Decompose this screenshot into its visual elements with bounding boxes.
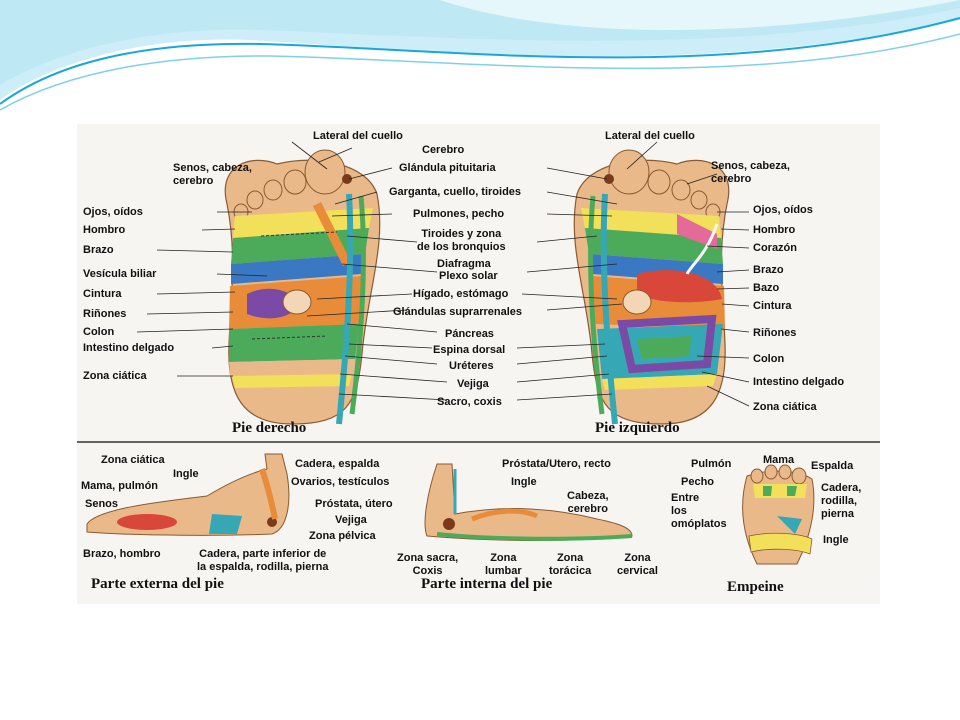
label-instep-pecho: Pecho (681, 476, 715, 488)
label-cintura-left: Cintura (753, 300, 792, 312)
label-outer-ciatica: Zona ciática (101, 454, 165, 466)
label-plexo: Plexo solar (439, 270, 498, 282)
label-inner-cabeza: Cabeza, cerebro (567, 490, 609, 515)
label-vesicula: Vesícula biliar (83, 268, 157, 280)
label-vejiga: Vejiga (457, 378, 489, 390)
title-outer-foot: Parte externa del pie (91, 576, 224, 592)
label-ojos-left: Ojos, oídos (753, 204, 813, 216)
label-cerebro: Cerebro (422, 144, 465, 156)
foot-drawings (77, 141, 880, 565)
label-instep-espalda: Espalda (811, 460, 854, 472)
left-foot-sole (573, 149, 730, 425)
label-colon-left: Colon (753, 353, 785, 365)
label-instep-omoplatos: Entre los omóplatos (671, 492, 727, 530)
label-ciatica-right: Zona ciática (83, 370, 147, 382)
label-tiroides: Tiroides y zona de los bronquios (417, 228, 506, 253)
label-outer-cadera: Cadera, espalda (295, 458, 380, 470)
label-espina: Espina dorsal (433, 344, 506, 356)
label-lateral-cuello-right: Lateral del cuello (313, 130, 403, 142)
label-brazo-left: Brazo (753, 264, 784, 276)
label-rinones-left: Riñones (753, 327, 797, 339)
label-inner-lumbar: Zona lumbar (485, 552, 522, 577)
label-hombro-right: Hombro (83, 224, 126, 236)
label-outer-senos: Senos (85, 498, 119, 510)
label-inner-prostata-utero: Próstata, útero (315, 498, 393, 510)
label-instep-pulmon: Pulmón (691, 458, 732, 470)
slide-header-wave (0, 0, 960, 111)
label-inner-prostata-recto: Próstata/Utero, recto (502, 458, 611, 470)
title-inner-foot: Parte interna del pie (421, 576, 553, 592)
title-right-foot: Pie derecho (232, 420, 307, 436)
label-inner-pelvica: Zona pélvica (309, 530, 376, 542)
label-outer-mama: Mama, pulmón (81, 480, 159, 492)
label-bazo: Bazo (753, 282, 780, 294)
label-diafragma: Diafragma (437, 258, 491, 270)
label-outer-ovarios: Ovarios, testículos (291, 476, 390, 488)
label-sacro: Sacro, coxis (437, 396, 502, 408)
label-suprarrenales: Glándulas suprarrenales (393, 306, 522, 318)
label-brazo-right: Brazo (83, 244, 114, 256)
label-rinones-right: Riñones (83, 308, 127, 320)
reflexology-figure: Lateral del cuello Senos, cabeza, cerebr… (77, 124, 880, 604)
inner-foot-side (424, 463, 633, 541)
label-ojos-right: Ojos, oídos (83, 206, 143, 218)
label-outer-cadera-parte: Cadera, parte inferior de la espalda, ro… (197, 548, 329, 573)
label-intestino-right: Intestino delgado (83, 342, 175, 354)
label-outer-ingle: Ingle (173, 468, 199, 480)
label-pituitaria: Glándula pituitaria (399, 162, 496, 174)
label-outer-brazo: Brazo, hombro (83, 548, 161, 560)
label-senos-right: Senos, cabeza, cerebro (173, 162, 252, 187)
title-instep: Empeine (727, 579, 784, 595)
label-inner-cervical: Zona cervical (617, 552, 658, 577)
label-instep-ingle: Ingle (823, 534, 849, 546)
label-garganta: Garganta, cuello, tiroides (389, 186, 522, 198)
label-cintura-right: Cintura (83, 288, 122, 300)
label-colon-right: Colon (83, 326, 115, 338)
label-instep-cadera: Cadera, rodilla, pierna (821, 482, 862, 520)
label-inner-ingle: Ingle (511, 476, 537, 488)
label-corazon: Corazón (753, 242, 797, 254)
outer-foot-side (86, 453, 290, 536)
leader-lines (136, 141, 750, 407)
label-senos-left: Senos, cabeza, cerebro (711, 160, 790, 185)
label-inner-vejiga: Vejiga (335, 514, 367, 526)
label-pancreas: Páncreas (445, 328, 494, 340)
label-intestino-left: Intestino delgado (753, 376, 845, 388)
label-instep-mama: Mama (763, 454, 795, 466)
title-left-foot: Pie izquierdo (595, 420, 680, 436)
right-foot-sole (224, 149, 381, 425)
label-ureteres: Uréteres (449, 360, 494, 372)
instep-top (742, 464, 815, 565)
label-lateral-cuello-left: Lateral del cuello (605, 130, 695, 142)
label-inner-toracica: Zona torácica (549, 552, 592, 577)
label-hombro-left: Hombro (753, 224, 796, 236)
label-inner-sacra: Zona sacra, Coxis (397, 552, 459, 577)
label-higado: Hígado, estómago (413, 288, 509, 300)
label-ciatica-left: Zona ciática (753, 401, 817, 413)
label-pulmones: Pulmones, pecho (413, 208, 505, 220)
